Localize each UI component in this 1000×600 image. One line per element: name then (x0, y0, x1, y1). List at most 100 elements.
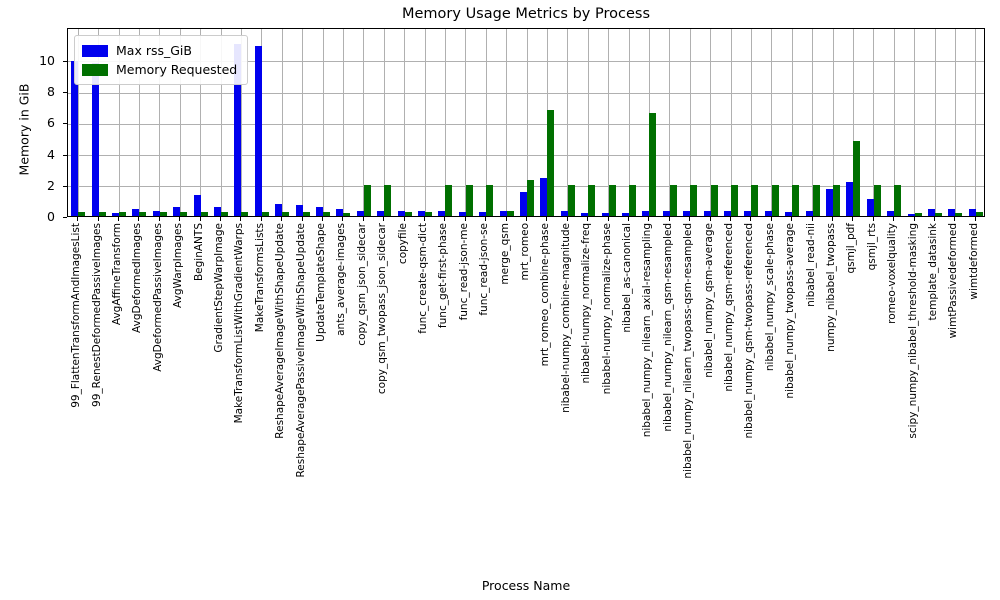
v-gridline (832, 29, 834, 216)
x-tick-label-nibabel_as-canonical: nibabel_as-canonical (621, 223, 633, 333)
bar-max-rss-func_create-qsm-dict (418, 211, 425, 216)
x-tick-label-romeo-voxelquality: romeo-voxelquality (886, 223, 899, 324)
x-tick-label-wimtPassivedeformed: wimtPassivedeformed (947, 223, 960, 339)
bar-max-rss-qsmjl_pdf (846, 182, 854, 216)
bar-requested-qsmjl_rts (873, 185, 881, 216)
v-gridline (404, 29, 406, 216)
y-tick-label-0: 0 (47, 209, 55, 224)
x-tick-mark (240, 217, 242, 221)
bar-max-rss-nibabel_numpy_nilearn_twopass-qsm-resampled (683, 211, 691, 216)
x-tick-label-func_read-json-me: func_read-json-me (457, 223, 470, 321)
legend-swatch-max-rss (82, 44, 108, 57)
bar-requested-func_get-first-phase (445, 185, 453, 216)
y-tick-mark-2 (63, 185, 67, 187)
x-tick-mark (954, 217, 956, 221)
x-tick-label-AvgDeformedPassiveImages: AvgDeformedPassiveImages (151, 223, 164, 372)
bar-requested-nibabel-numpy_combine-magnitude (567, 185, 575, 216)
y-tick-label-6: 6 (47, 115, 55, 131)
x-tick-mark (974, 217, 976, 221)
legend-label-max-rss: Max rss_GiB (116, 43, 192, 58)
bar-requested-nibabel_numpy_scale-phase (771, 185, 779, 216)
bar-requested-nibabel-numpy_normalize-freq (588, 185, 596, 216)
bar-requested-numpy_nibabel_twopass (833, 185, 840, 216)
bar-max-rss-AvgDeformedPassiveImages (152, 211, 160, 216)
x-tick-mark (281, 217, 283, 221)
bar-max-rss-nibabel_numpy_twopass-average (785, 212, 793, 216)
bar-max-rss-ants_average-images (336, 209, 344, 216)
x-tick-mark (852, 217, 854, 221)
x-tick-mark (362, 217, 364, 221)
bar-max-rss-AvgDeformedImages (132, 209, 140, 216)
x-tick-label-GradientStepWarpImage: GradientStepWarpImage (213, 223, 225, 353)
v-gridline (812, 29, 814, 216)
x-tick-mark (811, 217, 813, 221)
v-gridline (893, 29, 895, 216)
x-tick-label-nibabel_numpy_nilearn_axial-resampling: nibabel_numpy_nilearn_axial-resampling (641, 223, 654, 438)
h-gridline-6 (68, 123, 984, 125)
x-tick-mark (770, 217, 772, 221)
bar-max-rss-romeo-voxelquality (887, 211, 895, 216)
x-tick-label-mrt_romeo: mrt_romeo (519, 223, 531, 281)
x-tick-label-copy_qsm_json_sidecar: copy_qsm_json_sidecar (355, 223, 368, 346)
x-tick-mark (566, 217, 568, 221)
x-tick-label-nibabel_read-nii: nibabel_read-nii (804, 223, 817, 307)
bar-requested-func_create-qsm-dict (425, 212, 432, 216)
y-tick-mark-6 (63, 123, 67, 125)
bar-max-rss-nibabel_numpy_qsm-average (703, 211, 711, 216)
x-tick-mark (383, 217, 385, 221)
x-tick-label-ReshapeAveragePassiveImageWithShapeUpdate: ReshapeAveragePassiveImageWithShapeUpdat… (294, 223, 307, 478)
bar-requested-nibabel_numpy_qsm-referenced (731, 185, 738, 216)
bar-max-rss-nibabel_numpy_scale-phase (764, 211, 772, 216)
v-gridline (465, 29, 467, 216)
bar-requested-nibabel_numpy_nilearn_twopass-qsm-resampled (690, 185, 698, 216)
bar-requested-wimtdeformed (975, 212, 983, 216)
x-tick-mark (179, 217, 181, 221)
x-tick-label-numpy_nibabel_twopass: numpy_nibabel_twopass (825, 223, 837, 352)
x-tick-label-ReshapeAverageImageWithShapeUpdate: ReshapeAverageImageWithShapeUpdate (274, 223, 287, 439)
x-tick-mark (872, 217, 874, 221)
bar-requested-UpdateTemplateShape (323, 212, 330, 216)
bar-requested-nibabel_read-nii (812, 185, 820, 216)
v-gridline (138, 29, 140, 216)
v-gridline (363, 29, 365, 216)
v-gridline (934, 29, 936, 216)
bar-requested-func_read-json-se (486, 185, 494, 216)
bar-max-rss-template_datasink (928, 209, 935, 216)
v-gridline (506, 29, 508, 216)
v-gridline (302, 29, 304, 216)
bar-max-rss-nibabel_numpy_nilearn_qsm-resampled (662, 211, 670, 216)
bar-max-rss-BeginANTS (193, 195, 201, 216)
v-gridline (281, 29, 283, 216)
bar-requested-wimtPassivedeformed (955, 213, 963, 216)
x-tick-label-nibabel-numpy_normalize-phase: nibabel-numpy_normalize-phase (600, 223, 613, 395)
x-tick-label-nibabel_numpy_qsm-average: nibabel_numpy_qsm-average (702, 223, 715, 378)
bar-max-rss-nibabel_numpy_qsm-referenced (724, 211, 731, 216)
x-tick-label-nibabel-numpy_combine-magnitude: nibabel-numpy_combine-magnitude (559, 223, 572, 413)
x-tick-mark (138, 217, 140, 221)
x-tick-mark (730, 217, 731, 221)
v-gridline (200, 29, 202, 216)
bar-max-rss-mrt_romeo (520, 192, 527, 216)
v-gridline (383, 29, 385, 216)
x-tick-label-template_datasink: template_datasink (927, 223, 939, 321)
x-tick-label-mrt_romeo_combine-phase: mrt_romeo_combine-phase (539, 223, 552, 367)
v-gridline (567, 29, 569, 216)
v-gridline (587, 29, 589, 216)
v-gridline (322, 29, 324, 216)
bar-requested-ants_average-images (343, 213, 351, 216)
v-gridline (240, 29, 242, 216)
v-gridline (98, 29, 100, 216)
x-tick-mark (587, 217, 589, 221)
bar-max-rss-99_RenestDeformedPassiveImages (91, 63, 99, 216)
bar-requested-romeo-voxelquality (894, 185, 902, 216)
v-gridline (444, 29, 446, 216)
bar-max-rss-mrt_romeo_combine-phase (540, 178, 548, 216)
y-tick-mark-0 (63, 217, 67, 218)
h-gridline-4 (68, 155, 984, 157)
bar-requested-copyfile (404, 212, 412, 216)
x-tick-mark (464, 217, 466, 221)
x-tick-label-AvgAffineTransform: AvgAffineTransform (111, 223, 123, 326)
v-gridline (791, 29, 793, 216)
x-tick-label-func_get-first-phase: func_get-first-phase (437, 223, 450, 329)
